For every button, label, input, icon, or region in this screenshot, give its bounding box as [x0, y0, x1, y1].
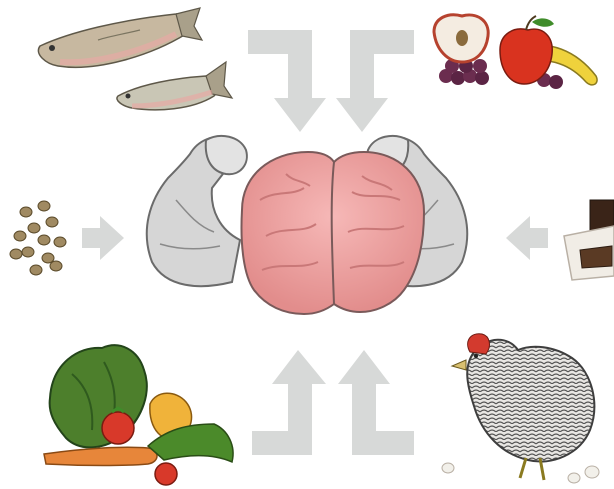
- chicken: [442, 334, 599, 483]
- tomato: [102, 412, 134, 444]
- arrow-left: [82, 216, 124, 260]
- seeds: [10, 201, 66, 275]
- fish-top: [38, 8, 202, 67]
- vegetables: [44, 345, 233, 485]
- arrow-right: [506, 216, 548, 260]
- fish-bottom: [117, 62, 232, 110]
- fish: [38, 8, 232, 110]
- egg-left: [442, 463, 454, 473]
- small-tomato: [155, 463, 177, 485]
- carrot: [44, 447, 157, 465]
- apple-half: [434, 15, 488, 62]
- chocolate: [564, 200, 614, 280]
- arrow-top-right: [336, 30, 414, 132]
- arrow-bottom-left: [252, 350, 326, 455]
- arrow-bottom-right: [338, 350, 414, 455]
- egg-right: [585, 466, 599, 478]
- arrow-top-left: [248, 30, 326, 132]
- brain: [242, 152, 425, 314]
- egg-right-2: [568, 473, 580, 483]
- fruit: [434, 15, 597, 89]
